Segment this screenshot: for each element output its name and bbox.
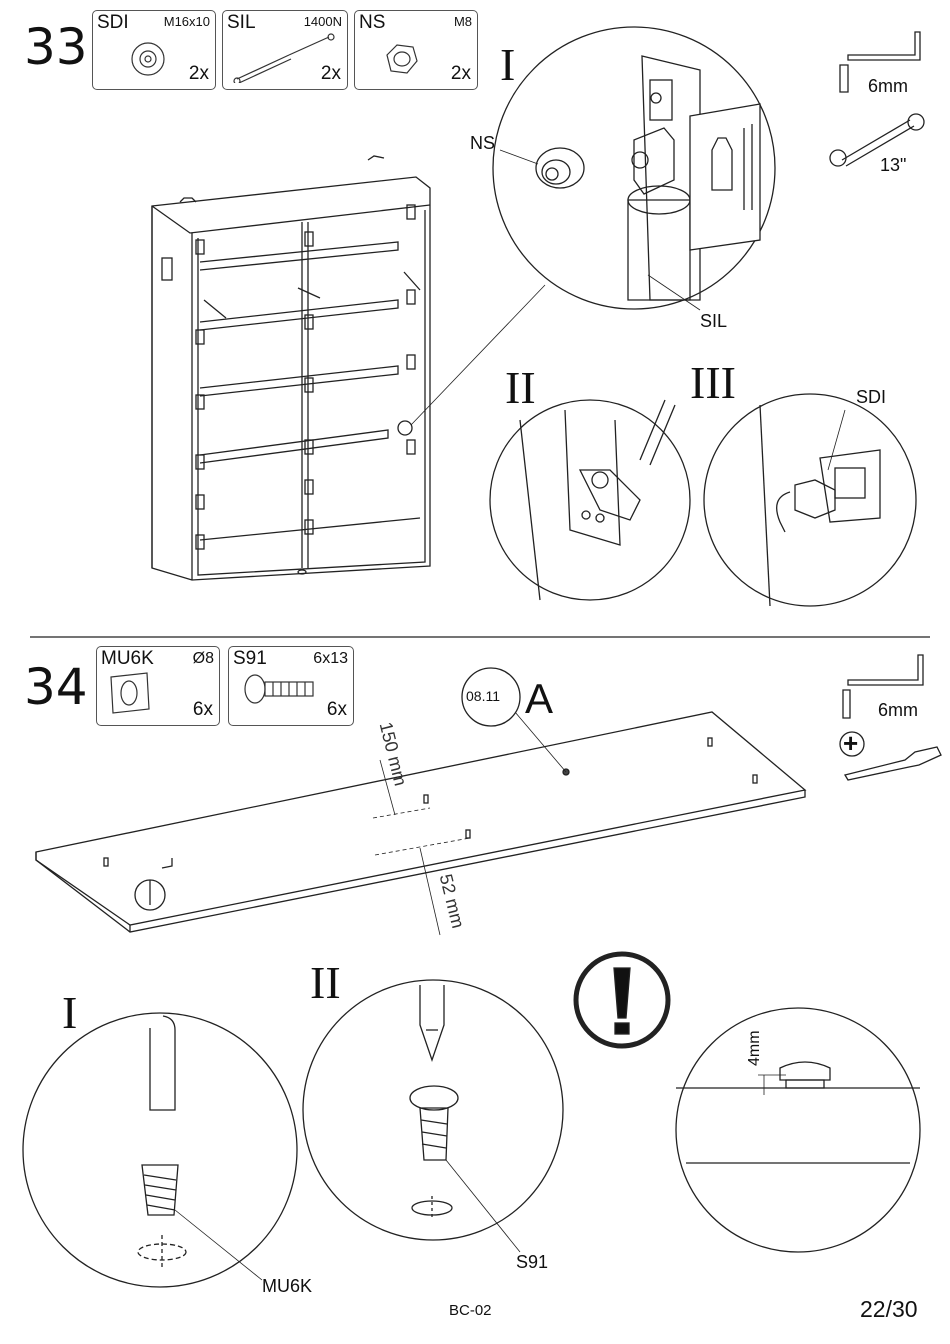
callout-sil: SIL bbox=[700, 312, 727, 330]
part-code: S91 bbox=[233, 648, 267, 670]
callout-ns: NS bbox=[470, 134, 495, 152]
page-number: 22/30 bbox=[860, 1296, 918, 1323]
part-box-sdi: SDI M16x10 2x bbox=[92, 10, 216, 90]
part-spec: Ø8 bbox=[193, 650, 214, 668]
callout-sdi: SDI bbox=[856, 388, 886, 406]
tool-label-hex-key: 6mm bbox=[868, 77, 908, 95]
part-qty: 2x bbox=[451, 63, 471, 85]
detail-warning-circle bbox=[676, 1008, 920, 1252]
detail-i-circle bbox=[493, 27, 775, 310]
part-code: MU6K bbox=[101, 648, 154, 670]
board-letter: A bbox=[525, 675, 553, 723]
tool-label-wrench: 13" bbox=[880, 156, 906, 174]
detail-i-label: I bbox=[500, 42, 515, 88]
part-code: SIL bbox=[227, 12, 256, 34]
detail-iii-label: III bbox=[690, 360, 736, 406]
callout-mu6k: MU6K bbox=[262, 1277, 312, 1295]
detail-ii-circle bbox=[490, 400, 690, 600]
threaded-plug-icon bbox=[123, 33, 183, 83]
cabinet-drawing bbox=[152, 156, 545, 580]
part-qty: 2x bbox=[321, 63, 341, 85]
nut-icon bbox=[375, 35, 435, 85]
detail-ii-label: II bbox=[505, 365, 536, 411]
detail-34-i-label: I bbox=[62, 990, 77, 1036]
part-spec: 1400N bbox=[304, 14, 342, 29]
part-code: NS bbox=[359, 12, 385, 34]
tool-label-hex-key-34: 6mm bbox=[878, 701, 918, 719]
part-box-sil: SIL 1400N 2x bbox=[222, 10, 348, 90]
part-spec: 6x13 bbox=[313, 650, 348, 668]
part-code: SDI bbox=[97, 12, 129, 34]
screw-icon bbox=[239, 669, 329, 719]
part-spec: M8 bbox=[454, 14, 472, 29]
threaded-insert-icon bbox=[107, 669, 167, 719]
board-ref-code: 08.11 bbox=[466, 688, 500, 704]
step-33-number: 33 bbox=[24, 22, 88, 72]
part-box-s91: S91 6x13 6x bbox=[228, 646, 354, 726]
detail-34-i-circle bbox=[23, 1013, 297, 1287]
document-code: BC-02 bbox=[449, 1302, 492, 1319]
step-34-number: 34 bbox=[24, 662, 88, 712]
plus-icon: + bbox=[843, 728, 858, 759]
part-box-ns: NS M8 2x bbox=[354, 10, 478, 90]
part-qty: 6x bbox=[327, 699, 347, 721]
callout-s91: S91 bbox=[516, 1253, 548, 1271]
part-spec: M16x10 bbox=[164, 14, 210, 29]
exclamation-warning-icon bbox=[576, 954, 668, 1046]
part-qty: 6x bbox=[193, 699, 213, 721]
detail-iii-circle bbox=[704, 394, 916, 606]
dim-4mm: 4mm bbox=[746, 1030, 764, 1066]
tools-33 bbox=[830, 32, 924, 166]
detail-34-ii-circle bbox=[303, 980, 563, 1252]
detail-34-ii-label: II bbox=[310, 960, 341, 1006]
part-qty: 2x bbox=[189, 63, 209, 85]
part-box-mu6k: MU6K Ø8 6x bbox=[96, 646, 220, 726]
